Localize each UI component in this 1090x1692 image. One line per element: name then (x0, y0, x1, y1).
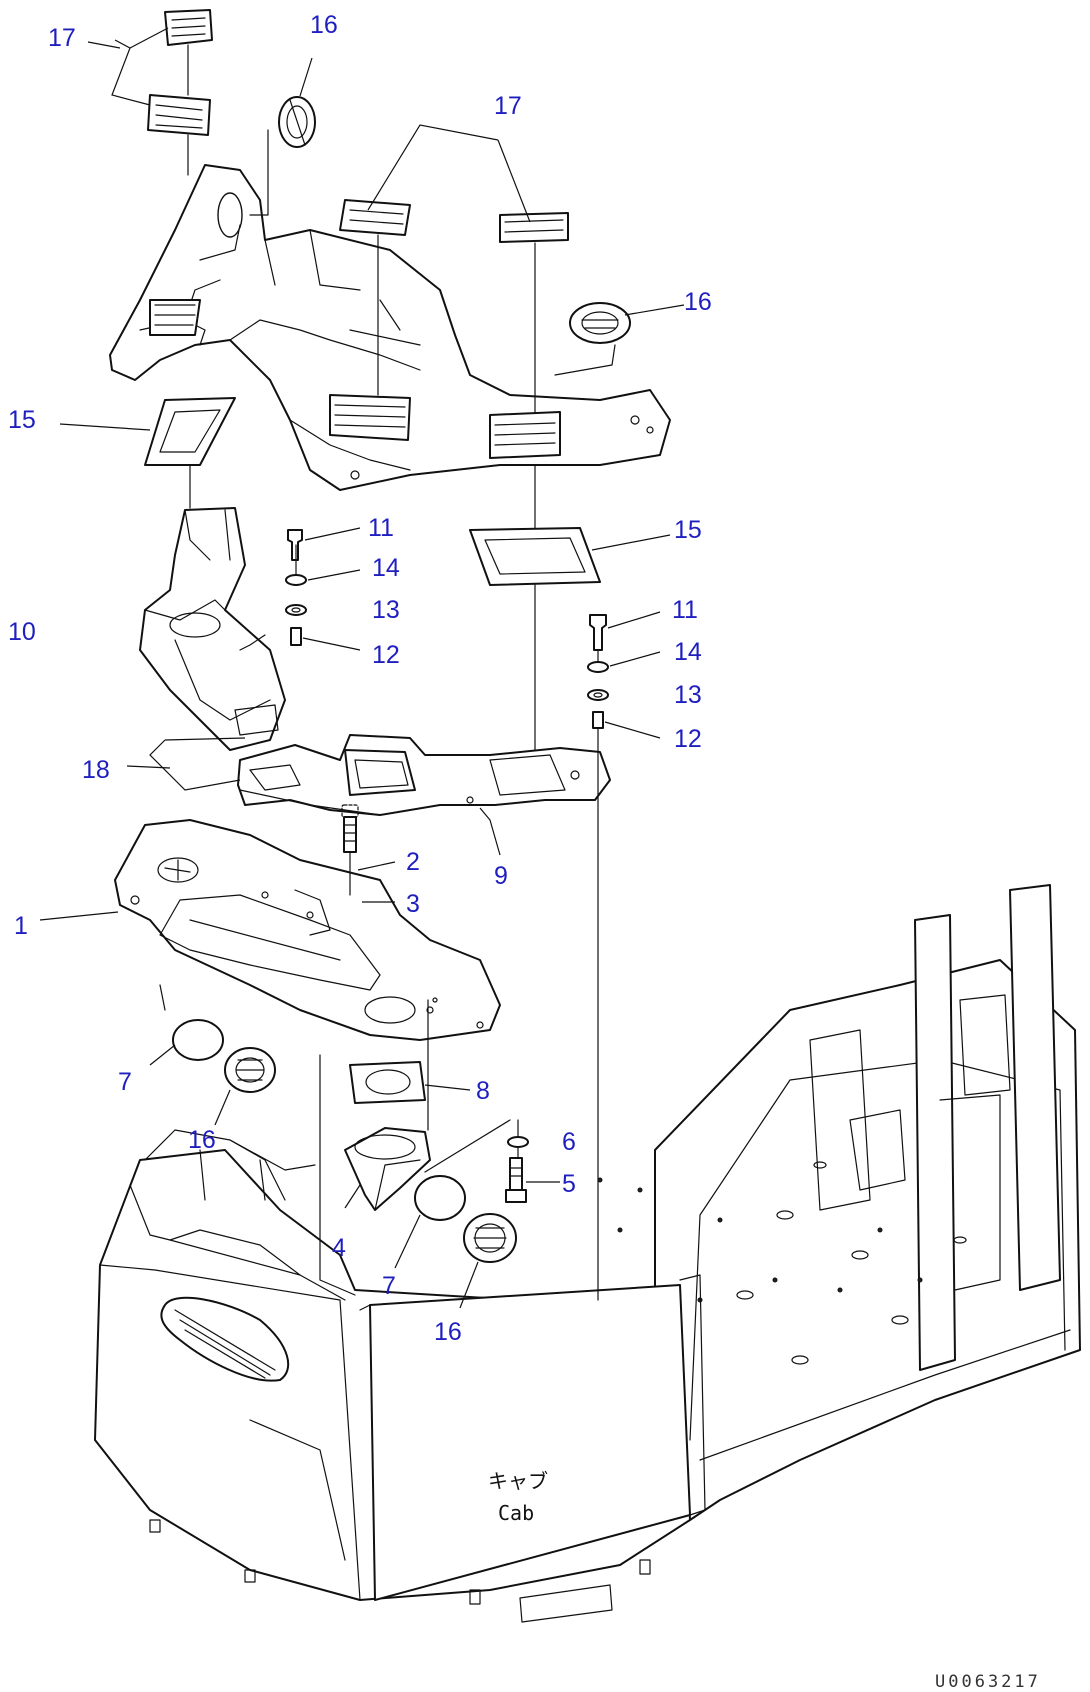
callout-12-left: 12 (372, 641, 400, 669)
callout-11-right: 11 (672, 596, 698, 624)
callout-4: 4 (332, 1234, 346, 1262)
callout-13-left: 13 (372, 596, 400, 624)
cab-label-en: Cab (498, 1501, 534, 1525)
callout-9: 9 (494, 862, 508, 890)
callout-8: 8 (476, 1077, 490, 1105)
ring-7-center (414, 1175, 466, 1221)
callout-15-right: 15 (674, 516, 702, 544)
callout-14-right: 14 (674, 638, 702, 666)
bolt-5 (505, 1157, 527, 1203)
callout-12-right: 12 (674, 725, 702, 753)
cab-label-jp: キャブ (488, 1469, 548, 1493)
callout-17-topleft: 17 (48, 24, 76, 52)
drawing-code: U0063217 (935, 1672, 1041, 1692)
duct-4 (344, 1127, 431, 1211)
nozzle-16-top (278, 96, 316, 148)
nozzle-16-bottom (463, 1213, 517, 1263)
ring-7-left (172, 1019, 224, 1061)
callout-2: 2 (406, 848, 420, 876)
gasket-15-right (469, 527, 601, 586)
top-duct-assembly (109, 164, 671, 491)
callout-1: 1 (14, 912, 28, 940)
callout-6: 6 (562, 1128, 576, 1156)
callout-7-left: 7 (118, 1068, 132, 1096)
duct-9 (237, 734, 611, 816)
callout-7-center: 7 (382, 1272, 396, 1300)
hardware-stack-right (587, 614, 609, 729)
vent-louver-17-center-left (339, 199, 411, 236)
hardware-stack-left (285, 529, 307, 646)
callout-18: 18 (82, 756, 110, 784)
callout-16-right: 16 (684, 288, 712, 316)
callout-10: 10 (8, 618, 36, 646)
callout-leaders (39, 41, 685, 1309)
gasket-15-left (144, 397, 236, 466)
callout-labels: 17 16 17 16 15 11 15 14 13 10 11 12 14 1… (8, 11, 712, 1346)
callout-16-top: 16 (310, 11, 338, 39)
callout-16-bottom: 16 (434, 1318, 462, 1346)
callout-17-center: 17 (494, 92, 522, 120)
callout-13-right: 13 (674, 681, 702, 709)
nozzle-16-mid-left (224, 1047, 276, 1093)
vent-louver-17-lower (147, 94, 211, 136)
duct-10 (139, 507, 286, 751)
callout-5: 5 (562, 1170, 576, 1198)
panel-plate-1 (114, 819, 501, 1041)
gasket-8 (349, 1061, 426, 1104)
callout-3: 3 (406, 890, 420, 918)
vent-louver-17-center-right (499, 212, 569, 243)
callout-15-left: 15 (8, 406, 36, 434)
washer-6 (507, 1136, 529, 1148)
vent-louver-17-upper (164, 9, 213, 46)
cab-frame (94, 884, 1081, 1623)
callout-14-left: 14 (372, 554, 400, 582)
callout-16-mid-left: 16 (188, 1126, 216, 1154)
callout-11-left: 11 (368, 514, 394, 542)
assembly-lines (111, 27, 616, 1301)
nozzle-16-right (569, 302, 631, 344)
